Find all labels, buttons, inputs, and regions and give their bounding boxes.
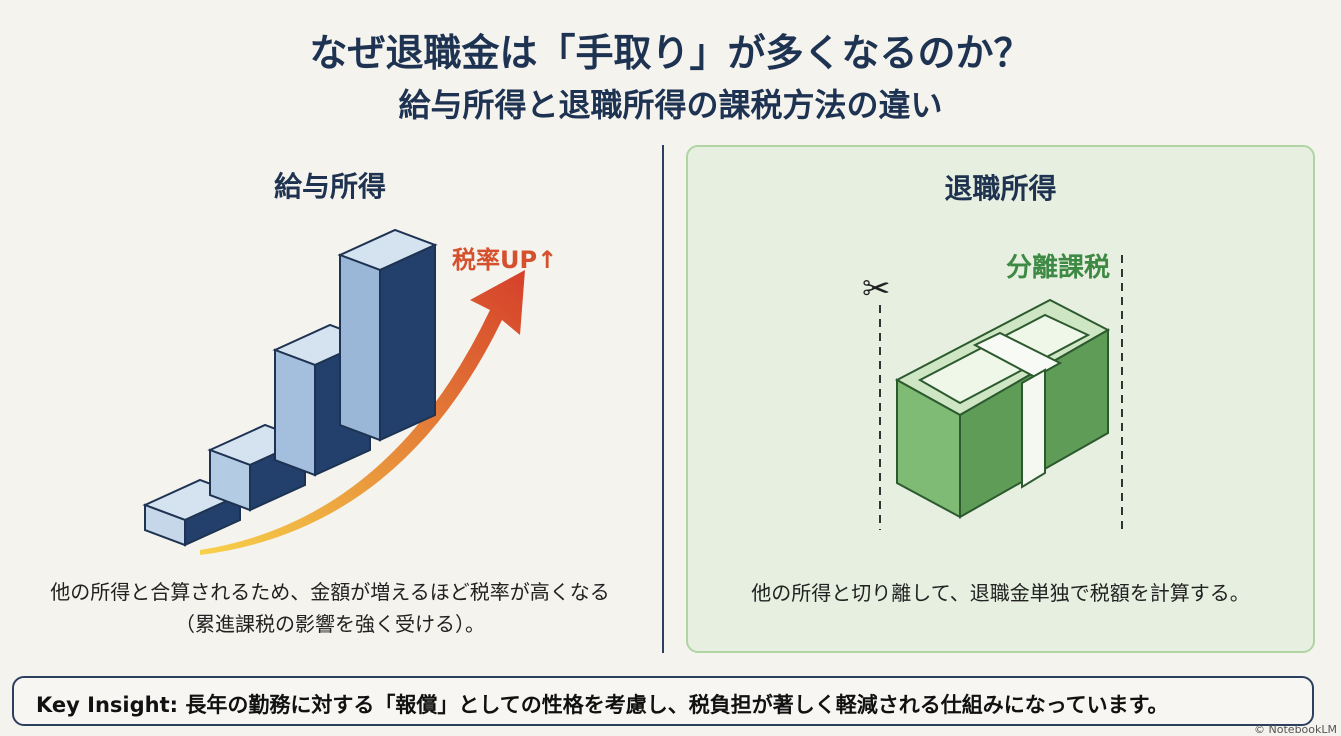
tax-rate-up-label: 税率UP↑ [452, 246, 558, 274]
salary-income-heading: 給与所得 [273, 170, 386, 203]
salary-income-description: 他の所得と合算されるため、金額が増えるほど税率が高くなる（累進課税の影響を強く受… [50, 580, 610, 636]
progressive-blocks-illustration [142, 228, 525, 555]
main-title: なぜ退職金は「手取り」が多くなるのか？ [309, 31, 1032, 75]
watermark: © NotebookLM [1254, 723, 1337, 736]
retirement-income-description: 他の所得と切り離して、退職金単独で税額を計算する。 [751, 581, 1250, 605]
money-stack-illustration: ✂ [862, 255, 1123, 530]
separate-taxation-label: 分離課税 [1005, 253, 1110, 283]
divider [662, 145, 664, 653]
scissors-icon: ✂ [862, 269, 891, 309]
arrow-icon [200, 270, 525, 555]
retirement-income-heading: 退職所得 [944, 172, 1057, 205]
subtitle: 給与所得と退職所得の課税方法の違い [398, 86, 943, 124]
key-insight-box: Key Insight: 長年の勤務に対する「報償」としての性格を考慮し、税負担… [12, 676, 1314, 726]
